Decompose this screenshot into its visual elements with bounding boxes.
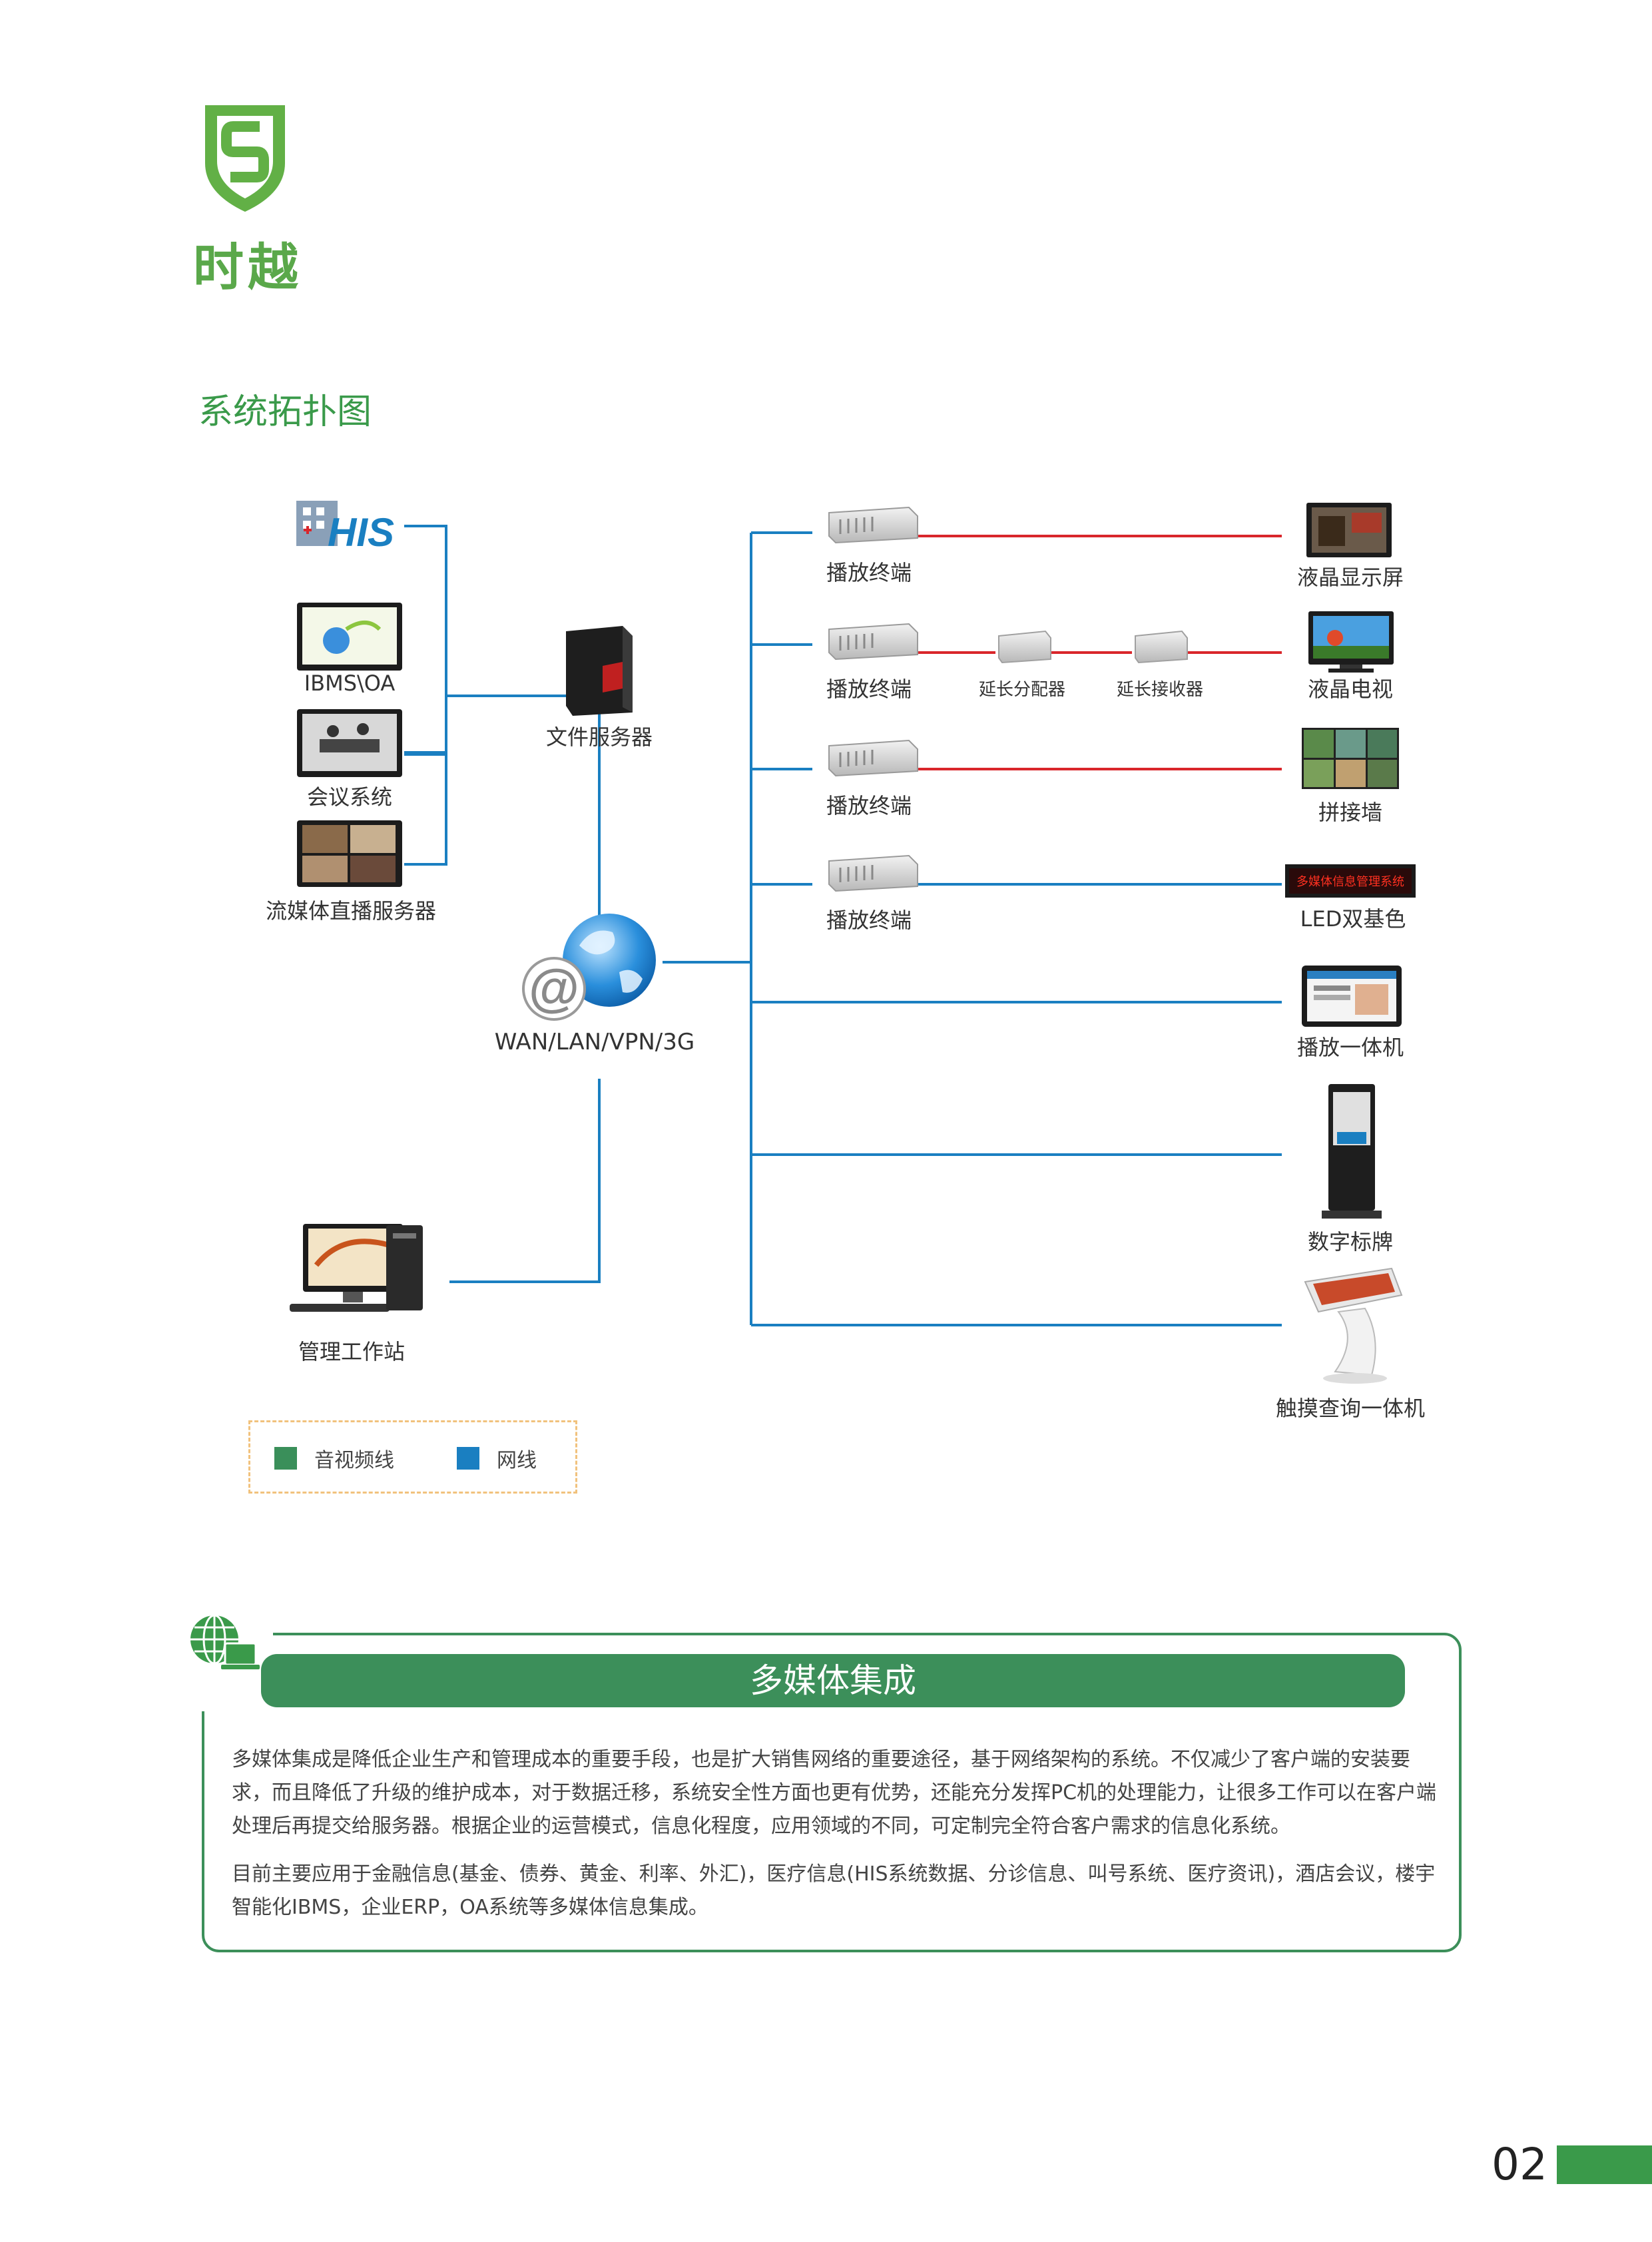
info-paragraph-1: 多媒体集成是降低企业生产和管理成本的重要手段，也是扩大销售网络的重要途径，基于网…	[232, 1748, 1437, 1838]
led-label: LED双基色	[1300, 906, 1406, 932]
lcd-tv-label: 液晶电视	[1307, 677, 1394, 702]
workstation-label: 管理工作站	[298, 1339, 406, 1364]
player-terminal-icon-2	[828, 623, 918, 661]
ibms-monitor-icon	[297, 603, 402, 671]
legend-swatch-av	[274, 1447, 297, 1470]
kiosk-label: 触摸查询一体机	[1275, 1396, 1426, 1421]
receiver-label: 延长接收器	[1116, 680, 1204, 700]
brand-logo	[205, 105, 285, 212]
player-terminal-icon-4	[828, 854, 918, 892]
player-terminal-icon-3	[828, 739, 918, 777]
lcd-tv-icon	[1308, 611, 1394, 673]
page-number: 02	[1492, 2139, 1547, 2190]
all-in-one-label: 播放一体机	[1296, 1035, 1404, 1060]
streaming-label: 流媒体直播服务器	[265, 898, 437, 924]
led-text: 多媒体信息管理系统	[1296, 875, 1404, 889]
player-label-1: 播放终端	[826, 560, 912, 585]
globe-computer-icon	[190, 1614, 260, 1669]
his-logo-icon: HIS	[296, 501, 394, 555]
receiver-icon	[1135, 630, 1188, 664]
legend-swatch-network	[457, 1447, 479, 1470]
lcd-screen-icon	[1306, 503, 1392, 557]
meeting-monitor-icon	[297, 709, 402, 777]
file-server-label: 文件服务器	[545, 724, 653, 750]
legend: 音视频线 网线	[248, 1420, 577, 1494]
touch-kiosk-icon	[1304, 1267, 1403, 1384]
streaming-monitor-icon	[297, 820, 402, 887]
lcd-screen-label: 液晶显示屏	[1296, 565, 1404, 590]
player-label-4: 播放终端	[826, 908, 912, 933]
file-server-icon	[566, 626, 633, 716]
video-wall-label: 拼接墙	[1318, 800, 1383, 825]
info-title: 多媒体集成	[261, 1654, 1405, 1707]
splitter-label: 延长分配器	[978, 680, 1066, 700]
digital-signage-icon	[1322, 1084, 1382, 1219]
topology-diagram: HIS @	[290, 501, 1416, 1384]
led-panel-icon: 多媒体信息管理系统	[1285, 864, 1416, 898]
splitter-icon	[998, 630, 1051, 664]
svg-text:@: @	[529, 958, 579, 1017]
page-number-bar	[1557, 2145, 1652, 2184]
player-label-2: 播放终端	[826, 677, 912, 702]
player-terminal-icon-1	[828, 506, 918, 544]
legend-label-av: 音视频线	[314, 1449, 394, 1472]
network-links	[404, 525, 1282, 1326]
info-paragraph-2: 目前主要应用于金融信息(基金、债券、黄金、利率、外汇)，医疗信息(HIS系统数据…	[232, 1862, 1436, 1919]
all-in-one-icon	[1302, 966, 1402, 1027]
section-title: 系统拓扑图	[198, 392, 372, 432]
signage-label: 数字标牌	[1307, 1229, 1394, 1255]
network-label: WAN/LAN/VPN/3G	[494, 1029, 695, 1055]
ibms-label: IBMS\OA	[304, 671, 396, 696]
brand-name: 时越	[193, 238, 302, 297]
info-box	[202, 1633, 1462, 1952]
workstation-icon	[290, 1224, 423, 1312]
video-wall-icon	[1302, 728, 1399, 789]
meeting-label: 会议系统	[306, 784, 393, 810]
av-links	[918, 535, 1282, 770]
player-label-3: 播放终端	[826, 793, 912, 818]
legend-label-network: 网线	[497, 1449, 537, 1472]
network-globe-icon: @	[522, 914, 656, 1021]
his-label: HIS	[328, 510, 394, 555]
